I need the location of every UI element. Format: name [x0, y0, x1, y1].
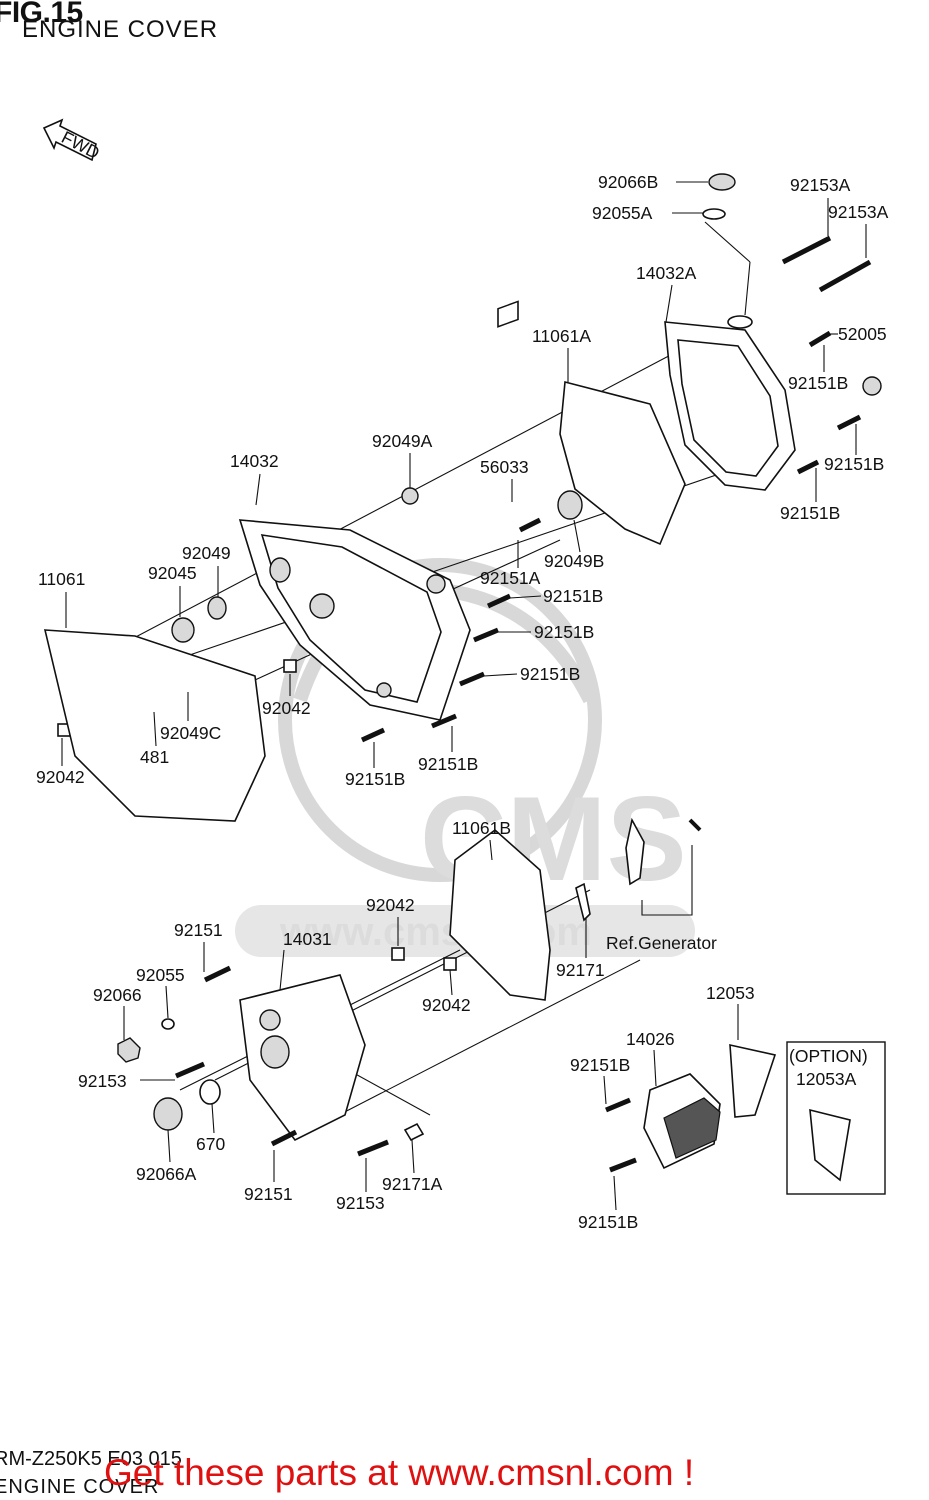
callout: 92045	[148, 563, 197, 583]
pin-92042-a	[283, 659, 297, 673]
seal-92049	[207, 596, 227, 620]
sprocket-cover-14026	[643, 1073, 721, 1170]
shop-link[interactable]: Get these parts at www.cmsnl.com !	[104, 1452, 695, 1493]
clamp-92171A	[403, 1122, 425, 1142]
callout: 92049A	[372, 431, 433, 451]
callout: Ref.Generator	[606, 933, 717, 953]
callout: 92153A	[790, 175, 851, 195]
outer-clutch-cover-14032A	[664, 315, 796, 491]
callout: 92151B	[418, 754, 478, 774]
fwd-label: FWD	[58, 127, 103, 163]
callout: 92151B	[570, 1055, 630, 1075]
bolts-92153A	[781, 235, 872, 293]
generator-bracket	[625, 817, 702, 916]
bolts-92151B-upper	[796, 330, 862, 475]
o-ring-92055	[161, 1018, 175, 1030]
pin-92042-d	[443, 957, 457, 971]
callout: 92151B	[780, 503, 840, 523]
plug-92066B	[708, 173, 736, 191]
callout: 670	[196, 1134, 225, 1154]
callout: 92153A	[828, 202, 889, 222]
bolt-92153-b	[357, 1139, 389, 1157]
guide-92171	[575, 882, 591, 922]
seal-92049A	[401, 487, 419, 505]
footer-subtitle: ENGINE COVER	[0, 1476, 160, 1498]
bolt-92151-b	[270, 1129, 298, 1147]
callout: 92042	[366, 895, 415, 915]
callout: 12053	[706, 983, 755, 1003]
callout: 92151B	[788, 373, 848, 393]
option-box	[786, 1041, 886, 1195]
callout: 11061B	[452, 818, 511, 838]
figure-title: FIG.15	[0, 0, 83, 29]
callout: 92055	[136, 965, 185, 985]
callout: 12053A	[796, 1069, 857, 1089]
callout-leaders	[61, 181, 867, 1211]
callout: 92055A	[592, 203, 653, 223]
bolts-92151A-92151B-mid	[360, 517, 542, 743]
gasket-11061A	[559, 380, 686, 546]
callout: 92153	[78, 1071, 127, 1091]
callout-labels: 92066B 92055A 92153A 92153A 14032A 52005…	[36, 172, 889, 1232]
callout: (OPTION)	[789, 1046, 868, 1066]
pin-92042-c	[391, 947, 405, 961]
callout: 92151B	[520, 664, 580, 684]
callout: 92049B	[544, 551, 604, 571]
cap-92066A	[153, 1097, 183, 1131]
o-ring-670	[199, 1079, 221, 1105]
cap-52005	[862, 376, 882, 396]
callout: 92151B	[345, 769, 405, 789]
callout: 92066	[93, 985, 142, 1005]
bolt-92151B-lower-a	[605, 1097, 631, 1113]
callout: 92153	[336, 1193, 385, 1213]
figure-subtitle: ENGINE COVER	[22, 16, 219, 43]
o-ring-92055A	[702, 208, 726, 220]
callout: 92042	[422, 995, 471, 1015]
callout: 481	[140, 747, 169, 767]
callout: 92066A	[136, 1164, 197, 1184]
diagram-code: RM-Z250K5 E03 015	[0, 1448, 182, 1470]
bolt-92151B-lower-b	[609, 1157, 637, 1173]
seal-92049B	[557, 490, 583, 520]
callout: 14032A	[636, 263, 697, 283]
guard-12053	[729, 1043, 777, 1118]
callout: 11061A	[532, 326, 591, 346]
callout: 92151B	[534, 622, 594, 642]
callout: 92042	[262, 698, 311, 718]
callout: 11061	[38, 569, 85, 589]
callout: 92151A	[480, 568, 541, 588]
guard-12053A	[809, 1108, 851, 1182]
callout: 14026	[626, 1029, 675, 1049]
callout: 92151B	[543, 586, 603, 606]
callout: 92042	[36, 767, 85, 787]
callout: 92049C	[160, 723, 221, 743]
bolt-92153-a	[175, 1061, 205, 1079]
bolt-92151-a	[203, 965, 232, 983]
callout: 92151B	[824, 454, 884, 474]
callout: 92151B	[578, 1212, 638, 1232]
callout: 92151	[174, 920, 223, 940]
callout: 14032	[230, 451, 279, 471]
callout: 92171A	[382, 1174, 443, 1194]
callout: 92171	[556, 960, 605, 980]
fwd-arrow-icon: FWD	[42, 118, 103, 163]
watermark: CMS www.cmsnl.com	[235, 558, 695, 957]
callout: 52005	[838, 324, 887, 344]
bearing-92045	[171, 617, 195, 643]
plate-56033	[497, 300, 519, 328]
plug-92066	[117, 1037, 141, 1063]
callout: 56033	[480, 457, 529, 477]
gasket-11061B	[449, 828, 551, 1001]
generator-cover-14031	[239, 974, 366, 1142]
callout: 14031	[283, 929, 332, 949]
callout: 92049	[182, 543, 231, 563]
clutch-cover-14032	[238, 519, 471, 721]
callout: 92151	[244, 1184, 293, 1204]
callout: 92066B	[598, 172, 658, 192]
